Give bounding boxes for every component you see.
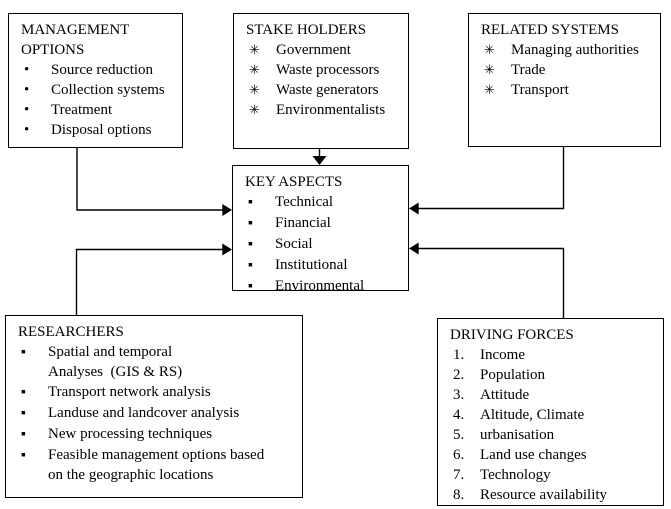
bullet-square-icon: ▪ [21,406,26,421]
bullet-square-icon: ▪ [21,448,26,463]
list-item: ▪ Feasible management options based on t… [21,447,265,483]
bullet-asterisk-icon: ✳ [484,42,495,57]
list-item: ✳ Trade [484,62,546,78]
bullet-asterisk-icon: ✳ [249,62,260,77]
arrow-relatedsystems-to-keyaspects [409,147,565,215]
item-number: 7. [453,467,465,483]
bullet-asterisk-icon: ✳ [249,82,260,97]
bullet-dot-icon: • [24,62,30,78]
list-item: ▪ Technical [233,192,408,213]
item-number: 1. [453,347,465,363]
bullet-dot-icon: • [24,82,30,98]
box-title: DRIVING FORCES [450,327,574,343]
list-item: ✳ Environmentalists [249,102,386,118]
bullet-dot-icon: • [24,102,30,118]
arrow-stakeholders-to-keyaspects [312,148,327,165]
bullet-asterisk-icon: ✳ [484,62,495,77]
box-related-systems: RELATED SYSTEMS ✳ Managing authorities ✳… [468,13,661,147]
list-item: ✳ Government [249,42,351,58]
list-item: 4. Altitude, Climate [453,407,585,423]
list-item: ▪ New processing techniques [6,424,302,445]
bullet-square-icon: ▪ [248,216,253,231]
box-researchers: RESEARCHERS ▪ Spatial and temporal Analy… [5,315,303,498]
item-number: 5. [453,427,465,443]
box-title: STAKE HOLDERS [246,22,367,38]
bullet-square-icon: ▪ [248,195,253,210]
list-item: ▪ Environmental [233,276,408,297]
arrow-drivingforces-to-keyaspects [409,242,565,318]
list-item: • Source reduction [24,62,154,78]
list-item: ▪ Social [233,234,408,255]
box-key-aspects: KEY ASPECTS ▪ Technical ▪ Financial ▪ So… [232,165,409,294]
bullet-square-icon: ▪ [248,279,253,294]
list-item: ✳ Waste processors [249,62,380,78]
box-title: MANAGEMENT OPTIONS [21,22,133,58]
bullet-square-icon: ▪ [21,385,26,400]
bullet-asterisk-icon: ✳ [249,42,260,57]
arrow-researchers-to-keyaspects [75,243,232,315]
box-title: KEY ASPECTS [245,174,343,190]
list-item: ▪ Landuse and landcover analysis [6,403,302,424]
list-item: ▪ Financial [233,213,408,234]
list-item: 2. Population [453,367,546,383]
list-item: ▪ Spatial and temporal Analyses (GIS & R… [21,344,183,380]
bullet-square-icon: ▪ [21,427,26,442]
arrow-management-to-keyaspects [76,148,232,216]
list-item: 1. Income [453,347,525,363]
list-item: ✳ Waste generators [249,82,379,98]
box-title: RESEARCHERS [18,324,124,340]
item-number: 2. [453,367,465,383]
list-item: 8. Resource availability [453,487,608,503]
list-item: ▪ Institutional [233,255,408,276]
list-item: ✳ Managing authorities [484,42,639,58]
item-number: 8. [453,487,465,503]
item-number: 6. [453,447,465,463]
item-number: 3. [453,387,465,403]
bullet-square-icon: ▪ [248,237,253,252]
list-item: 5. urbanisation [453,427,555,443]
box-driving-forces: DRIVING FORCES 1. Income 2. Population 3… [437,318,664,506]
list-item: ▪ Transport network analysis [6,382,302,403]
list-item: • Disposal options [24,122,152,138]
list-item: 7. Technology [453,467,551,483]
list-item: 6. Land use changes [453,447,587,463]
list-item: 3. Attitude [453,387,530,403]
bullet-square-icon: ▪ [248,258,253,273]
bullet-square-icon: ▪ [21,345,26,360]
list-item: • Collection systems [24,82,165,98]
bullet-asterisk-icon: ✳ [484,82,495,97]
bullet-dot-icon: • [24,122,30,138]
bullet-asterisk-icon: ✳ [249,102,260,117]
box-title: RELATED SYSTEMS [481,22,619,38]
list-item: • Treatment [24,102,113,118]
item-number: 4. [453,407,465,423]
box-management-options: MANAGEMENT OPTIONS • Source reduction • … [8,13,183,148]
box-stake-holders: STAKE HOLDERS ✳ Government ✳ Waste proce… [233,13,409,149]
list-item: ✳ Transport [484,82,569,98]
